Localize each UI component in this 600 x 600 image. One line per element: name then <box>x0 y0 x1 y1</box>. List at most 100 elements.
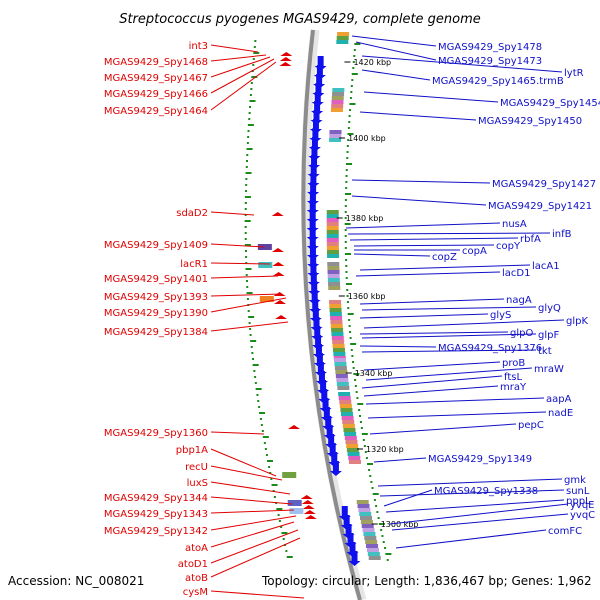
gc-outer-mark <box>345 169 348 171</box>
gc-inner-mark <box>250 346 253 348</box>
gene-label-mgas9429-spy1401[interactable]: MGAS9429_Spy1401 <box>104 274 208 285</box>
gene-label-recu[interactable]: recU <box>185 462 208 473</box>
gc-outer-mark <box>345 271 348 273</box>
gene-label-glpk[interactable]: glpK <box>566 316 588 327</box>
gene-label-copa[interactable]: copA <box>462 246 487 257</box>
gene-label-pepc[interactable]: pepC <box>518 420 544 431</box>
gene-label-infb[interactable]: infB <box>552 229 572 240</box>
gc-inner-mark <box>245 256 248 258</box>
gene-label-mgas9429-spy1344[interactable]: MGAS9429_Spy1344 <box>104 493 208 504</box>
gene-label-atod1[interactable]: atoD1 <box>178 559 208 570</box>
gene-label-lacr1[interactable]: lacR1 <box>180 259 208 270</box>
gene-label-mgas9429-spy1454[interactable]: MGAS9429_Spy1454 <box>500 98 600 109</box>
gene-label-leader-line <box>383 489 433 507</box>
gene-label-lacd1[interactable]: lacD1 <box>502 268 530 279</box>
gene-label-mgas9429-spy1427[interactable]: MGAS9429_Spy1427 <box>492 179 596 190</box>
gene-label-mgas9429-spy1349[interactable]: MGAS9429_Spy1349 <box>428 454 532 465</box>
gc-outer-mark <box>344 235 347 237</box>
gene-label-nade[interactable]: nadE <box>548 408 573 419</box>
gene-label-atob[interactable]: atoB <box>185 573 208 584</box>
gc-outer-mark <box>346 151 349 153</box>
gene-label-mgas9429-spy1390[interactable]: MGAS9429_Spy1390 <box>104 308 208 319</box>
gene-label-naga[interactable]: nagA <box>506 295 532 306</box>
gc-outer-mark <box>345 259 348 261</box>
gene-label-mgas9429-spy1421[interactable]: MGAS9429_Spy1421 <box>488 201 592 212</box>
gene-label-mgas9429-spy1465-trmb[interactable]: MGAS9429_Spy1465.trmB <box>432 76 564 87</box>
gene-label-mgas9429-spy1384[interactable]: MGAS9429_Spy1384 <box>104 327 208 338</box>
scale-tick-label: 1360 kbp <box>348 292 386 301</box>
gene-label-lytr[interactable]: lytR <box>564 68 584 79</box>
gene-label-copy[interactable]: copY <box>496 241 521 252</box>
gene-label-mgas9429-spy1360[interactable]: MGAS9429_Spy1360 <box>104 428 208 439</box>
gc-outer-mark <box>345 187 348 189</box>
gc-inner-mark <box>255 388 262 390</box>
gene-label-mgas9429-spy1468[interactable]: MGAS9429_Spy1468 <box>104 57 208 68</box>
gene-label-luxs[interactable]: luxS <box>187 478 208 489</box>
annotation-block <box>340 408 353 412</box>
gene-label-glyq[interactable]: glyQ <box>538 303 561 314</box>
gene-label-mgas9429-spy1393[interactable]: MGAS9429_Spy1393 <box>104 292 208 303</box>
gene-label-mgas9429-spy1376[interactable]: MGAS9429_Spy1376 <box>438 343 542 354</box>
gene-label-prob[interactable]: proB <box>502 358 525 369</box>
gene-label-mgas9429-spy1473[interactable]: MGAS9429_Spy1473 <box>438 56 542 67</box>
gene-label-aapa[interactable]: aapA <box>546 394 572 405</box>
gene-label-yvqc[interactable]: yvqC <box>570 510 595 521</box>
gene-label-leader-line <box>210 262 271 265</box>
gene-label-leader-line <box>359 264 531 271</box>
annotation-block <box>257 244 272 250</box>
gene-label-sdad2[interactable]: sdaD2 <box>176 208 208 219</box>
gene-label-pbp1a[interactable]: pbp1A <box>176 445 208 456</box>
gene-label-mgas9429-spy1450[interactable]: MGAS9429_Spy1450 <box>478 116 582 127</box>
gene-label-leader-line <box>369 423 517 435</box>
gc-inner-mark <box>281 532 288 534</box>
right-label-group: MGAS9429_Spy1478MGAS9429_Spy1473lytRMGAS… <box>345 35 600 549</box>
gc-inner-mark <box>272 490 275 492</box>
gene-label-ftsl[interactable]: ftsL <box>504 372 522 383</box>
gene-label-tkt[interactable]: tkt <box>538 346 552 357</box>
gene-label-leader-line <box>210 521 295 548</box>
gene-label-glys[interactable]: glyS <box>490 310 511 321</box>
gc-inner-mark <box>247 130 250 132</box>
gene-label-sunl[interactable]: sunL <box>566 486 590 497</box>
gene-label-mgas9429-spy1409[interactable]: MGAS9429_Spy1409 <box>104 240 208 251</box>
gene-label-mraw[interactable]: mraW <box>534 364 564 375</box>
gc-outer-mark <box>371 487 374 489</box>
gc-inner-mark <box>261 430 264 432</box>
gene-label-mgas9429-spy1343[interactable]: MGAS9429_Spy1343 <box>104 509 208 520</box>
scale-tick-label: 1380 kbp <box>346 214 384 223</box>
gene-label-comfc[interactable]: comFC <box>548 526 582 537</box>
gene-label-rbfa[interactable]: rbfA <box>520 234 541 245</box>
gc-outer-mark <box>345 175 348 177</box>
gene-label-mgas9429-spy1342[interactable]: MGAS9429_Spy1342 <box>104 526 208 537</box>
annotation-block <box>364 536 377 540</box>
gene-label-glpf[interactable]: glpF <box>538 330 559 341</box>
gene-label-leader-line <box>210 590 305 599</box>
gene-label-mgas9429-spy1338[interactable]: MGAS9429_Spy1338 <box>434 486 538 497</box>
gene-label-mgas9429-spy1467[interactable]: MGAS9429_Spy1467 <box>104 73 208 84</box>
gene-label-copz[interactable]: copZ <box>432 252 457 263</box>
gene-label-int3[interactable]: int3 <box>189 41 208 52</box>
gene-label-leader-line <box>363 319 565 329</box>
gc-outer-mark <box>386 559 389 561</box>
gene-label-glpo[interactable]: glpO <box>510 328 533 339</box>
gene-label-mgas9429-spy1464[interactable]: MGAS9429_Spy1464 <box>104 106 208 117</box>
annotation-block <box>330 316 343 320</box>
annotation-block <box>258 262 273 268</box>
gene-label-mray[interactable]: mraY <box>500 382 527 393</box>
gene-label-laca1[interactable]: lacA1 <box>532 261 560 272</box>
gene-label-pppl[interactable]: pppL <box>566 496 591 507</box>
gc-inner-mark <box>249 106 252 108</box>
gc-inner-mark <box>264 448 267 450</box>
gene-label-nusa[interactable]: nusA <box>502 219 527 230</box>
annotation-block <box>326 246 339 250</box>
gene-label-cysm[interactable]: cysM <box>183 587 208 598</box>
gc-outer-mark <box>344 253 351 255</box>
scale-tick-label: 1420 kbp <box>353 58 391 67</box>
gene-label-yvqe[interactable]: yvqE <box>570 500 595 511</box>
gene-label-mgas9429-spy1478[interactable]: MGAS9429_Spy1478 <box>438 42 542 53</box>
gene-label-atoa[interactable]: atoA <box>185 543 208 554</box>
gc-outer-mark <box>353 373 360 375</box>
gene-label-gmk[interactable]: gmk <box>564 475 586 486</box>
gene-label-leader-line <box>353 244 495 247</box>
gene-label-mgas9429-spy1466[interactable]: MGAS9429_Spy1466 <box>104 89 208 100</box>
